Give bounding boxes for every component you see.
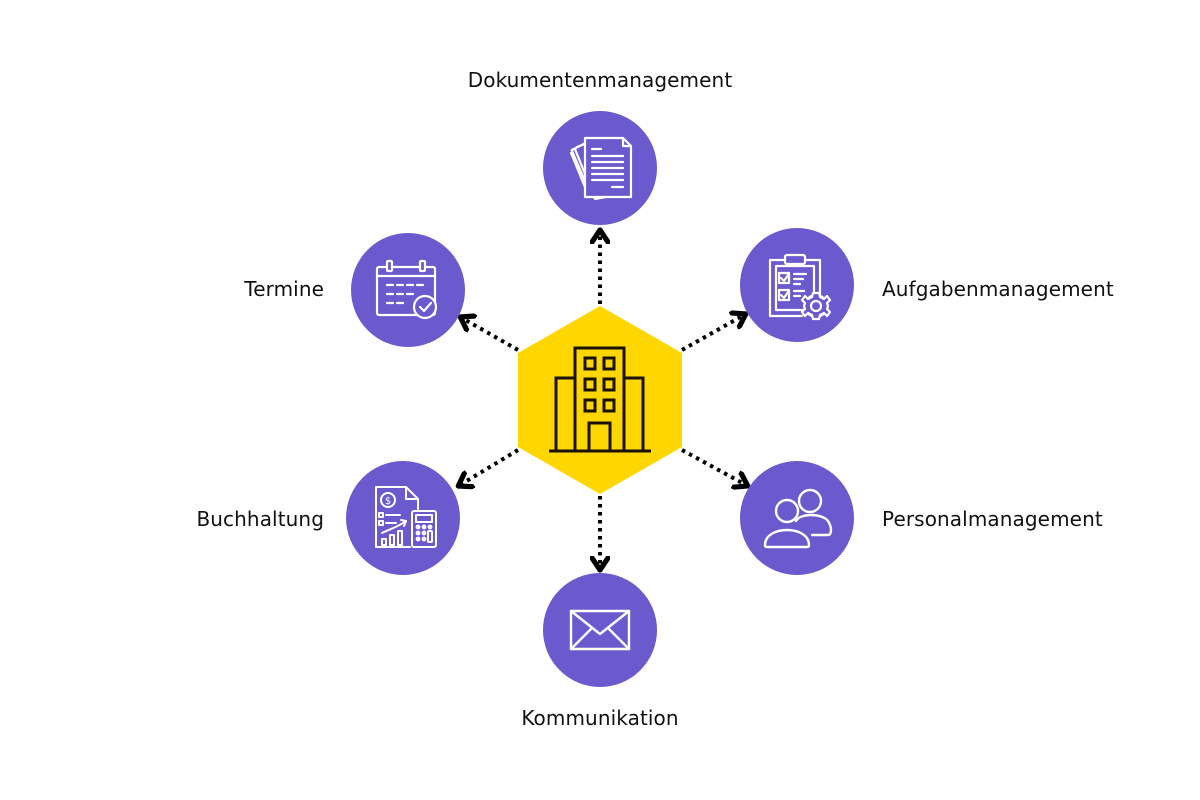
node-communication [543, 573, 657, 687]
label-accounting: Buchhaltung [196, 507, 324, 531]
calendar-check-icon [375, 259, 438, 320]
label-communication: Kommunikation [521, 706, 679, 730]
label-appointments: Termine [244, 277, 324, 301]
label-documents: Dokumentenmanagement [467, 68, 733, 92]
invoice-calculator-icon: $ [375, 486, 437, 548]
arrow-to-accounting [460, 448, 520, 485]
node-documents [543, 111, 657, 225]
node-appointments [351, 233, 465, 347]
office-building-icon [549, 346, 651, 453]
envelope-icon [569, 609, 631, 651]
hub-hexagon [518, 306, 682, 494]
arrow-to-personnel [681, 448, 746, 485]
node-tasks [740, 228, 854, 342]
arrow-to-appointments [462, 318, 519, 352]
documents-icon [569, 136, 633, 201]
users-icon [763, 488, 833, 549]
node-personnel [740, 461, 854, 575]
node-accounting: $ [346, 461, 460, 575]
svg-text:$: $ [385, 496, 391, 507]
label-tasks: Aufgabenmanagement [882, 277, 1114, 301]
clipboard-checklist-gear-icon [768, 253, 832, 321]
arrow-to-tasks [681, 315, 744, 352]
label-personnel: Personalmanagement [882, 507, 1103, 531]
